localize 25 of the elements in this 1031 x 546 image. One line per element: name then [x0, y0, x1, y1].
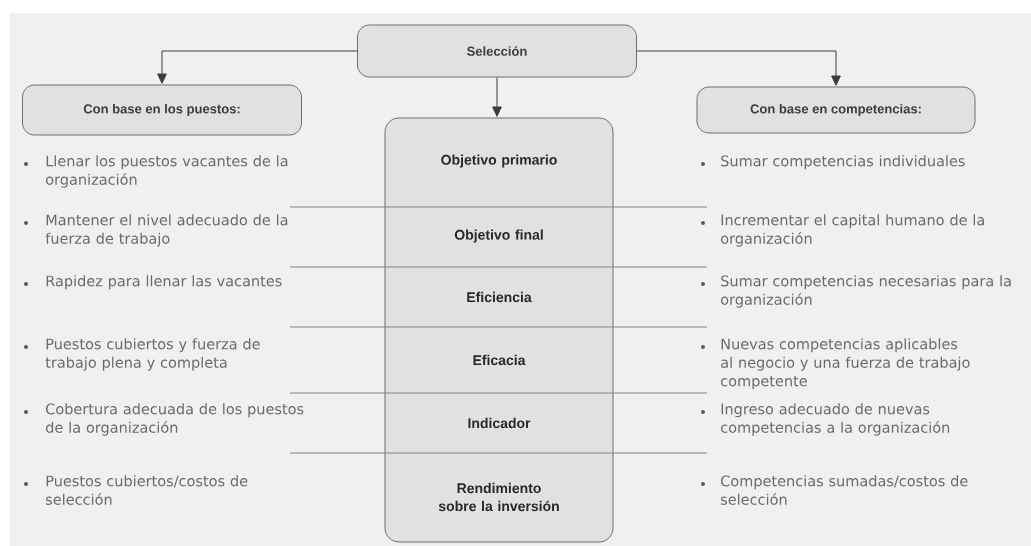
bullet-item: Puestos cubiertos y fuerza de trabajo plena y completa [24, 338, 260, 371]
arrow [636, 50, 841, 86]
table-box [384, 117, 614, 543]
bullet-item: Sumar competencias individuales [701, 155, 965, 170]
bullet-item: Nuevas competencias aplicables al negocio y una fuerza de trabajo competente [701, 338, 970, 390]
bullet-item: Sumar competencias necesarias para la organización [701, 275, 1011, 308]
bullet-item: Competencias sumadas/costos de selección [701, 475, 968, 505]
bullet-item: Puestos cubiertos/costos de selección [24, 475, 248, 505]
rounded-box: Selección [357, 24, 637, 78]
rounded-box: Con base en los puestos: [22, 84, 302, 136]
arrow [157, 50, 358, 84]
bullet-item: Ingreso adecuado de nuevas competencias a la organización [701, 403, 950, 436]
arrow [492, 77, 502, 117]
row-label: Indicador [468, 417, 531, 429]
bullet-item: Cobertura adecuada de los puestos de la organización [24, 403, 304, 436]
bullet-item: Rapidez para llenar las vacantes [24, 275, 282, 290]
row-label: Objetivo final [454, 229, 543, 243]
row-label: Objetivo primario [441, 154, 557, 168]
row-label: Rendimiento sobre la inversión [438, 482, 559, 512]
bullet-item: Mantener el nivel adecuado de la fuerza de trabajo [24, 214, 288, 247]
bullet-item: Llenar los puestos vacantes de la organización [24, 155, 288, 188]
rounded-box: Con base en competencias: [696, 86, 976, 134]
bullet-item: Incrementar el capital humano de la organización [701, 214, 984, 247]
row-label: Eficiencia [467, 291, 532, 303]
row-label: Eficacia [473, 354, 526, 366]
